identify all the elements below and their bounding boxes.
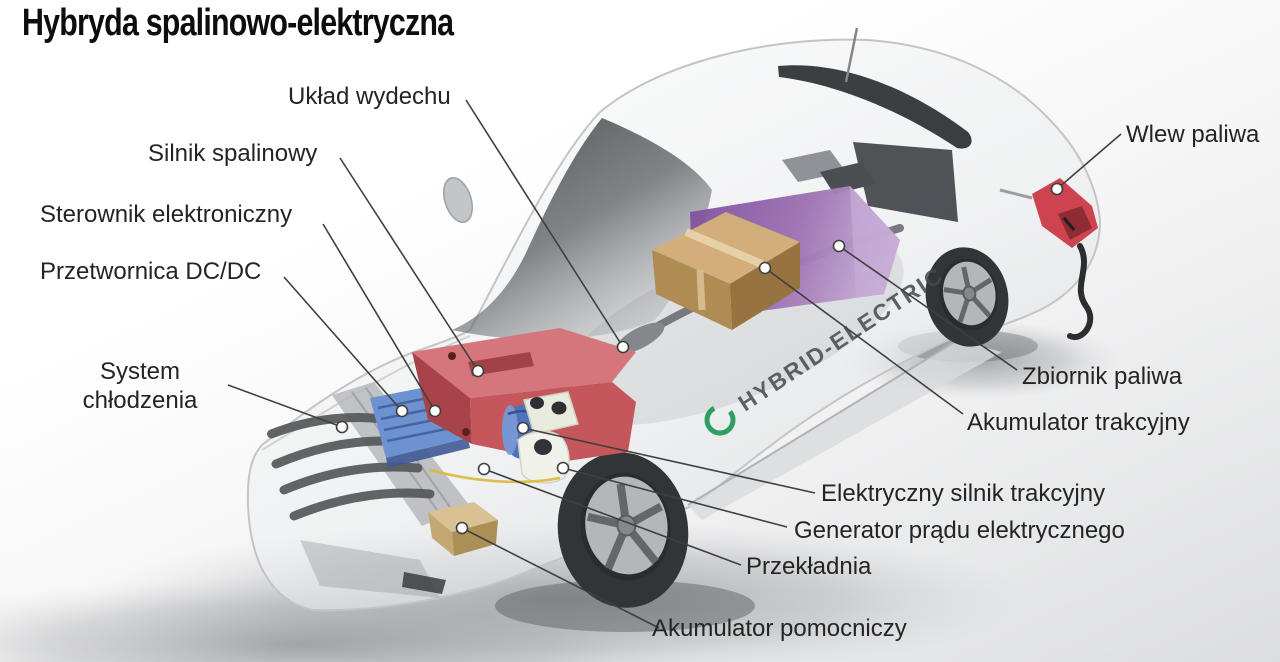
aux-battery-shape: [428, 502, 498, 556]
reservoirs: [517, 391, 579, 484]
label-akumulator-pomocniczy: Akumulator pomocniczy: [652, 615, 907, 642]
wiring-harness: [429, 468, 561, 484]
windshield-glass: [452, 118, 712, 340]
label-akumulator-trakcyjny: Akumulator trakcyjny: [967, 409, 1190, 436]
leader-uklad-wydechu: [465, 99, 624, 348]
leader-akumulator-trakcyjny: [764, 267, 964, 415]
label-wlew-paliwa: Wlew paliwa: [1126, 121, 1260, 148]
leader-lines: [227, 99, 1122, 629]
rear-quarter-window: [853, 142, 958, 222]
label-sterownik-elektroniczny: Sterownik elektroniczny: [40, 201, 293, 228]
label-elektryczny-silnik-trakcyjny: Elektryczny silnik trakcyjny: [821, 480, 1106, 507]
traction-battery-shape: [652, 212, 800, 330]
label-przetwornica-dcdc: Przetwornica DC/DC: [40, 258, 262, 285]
label-generator-pradu: Generator prądu elektrycznego: [794, 517, 1125, 544]
leader-akumulator-pomocniczy: [461, 527, 660, 629]
antenna: [844, 27, 859, 83]
fog-lamp-slot: [402, 572, 446, 594]
label-silnik-spalinowy: Silnik spalinowy: [148, 140, 318, 167]
page-title: Hybryda spalinowo-elektryczna: [22, 2, 454, 44]
leader-przetwornica: [283, 276, 403, 412]
leader-system-chlodzenia: [227, 384, 343, 428]
fuel-hose: [1067, 243, 1094, 341]
rear-window-glass: [778, 27, 972, 222]
leader-elektryczny-silnik: [522, 427, 816, 494]
label-uklad-wydechu: Układ wydechu: [288, 83, 451, 110]
leader-silnik-spalinowy: [339, 157, 479, 372]
rear-wheel: [925, 247, 1009, 347]
fuel-nozzle: [999, 178, 1098, 341]
label-zbiornik-paliwa: Zbiornik paliwa: [1022, 363, 1183, 390]
leader-zbiornik-paliwa: [838, 245, 1018, 371]
hybrid-logo-icon: [704, 404, 736, 436]
trunk-equipment: [820, 162, 876, 194]
front-wheel: [557, 452, 689, 608]
label-system-chlodzenia: System chłodzenia: [82, 358, 198, 414]
leader-przekladnia: [483, 468, 742, 566]
leader-dots: [335, 182, 1064, 535]
leader-wlew-paliwa: [1056, 133, 1122, 190]
leader-sterownik: [322, 223, 436, 412]
label-przekladnia: Przekładnia: [746, 553, 872, 580]
leader-generator: [562, 467, 788, 528]
side-mirror: [442, 177, 474, 223]
